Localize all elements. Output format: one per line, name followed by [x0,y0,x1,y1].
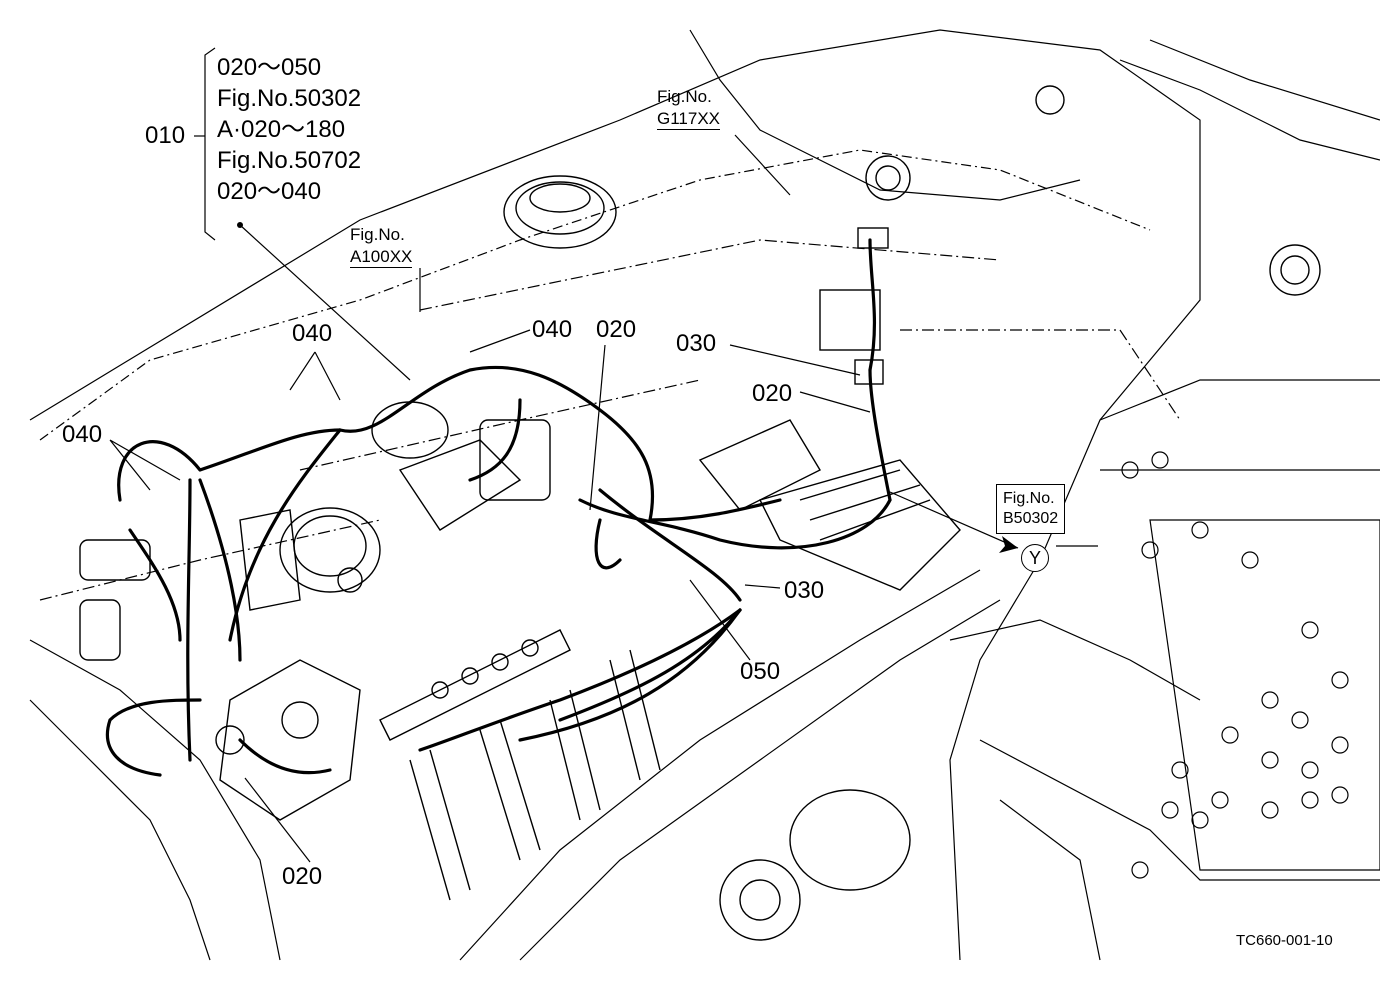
frame-outline [29,639,281,961]
floor-holes [1121,451,1349,879]
dash-line-2 [299,379,701,471]
callout-010-label: 010 [145,122,186,149]
fig-ref-b50302: Fig.No. B50302 [996,484,1066,534]
leader-lines [109,47,1098,863]
callout-line-5: 020～040 [217,178,322,205]
side-panel [949,619,1201,701]
part-label-040: 040 [532,316,573,343]
part-label-030: 030 [784,577,825,604]
bracket-010 [204,47,216,241]
fig-ref-a100xx: Fig.No. A100XX [350,225,413,268]
dash-line-1 [419,239,1001,311]
engine-cover-outline [29,29,1201,961]
fig-ref-g117xx: Fig.No. G117XX [657,87,721,130]
right-top-structure-2 [1149,39,1380,121]
lower-frame [979,739,1380,881]
dash-line-4 [39,519,381,601]
part-label-020: 020 [282,863,323,890]
chassis-rail-2 [459,569,981,961]
part-label-050: 050 [740,658,781,685]
floor-plate [1149,519,1380,871]
fig-ref-code: B50302 [1003,510,1059,527]
ecu-unit [698,419,961,591]
part-label-040: 040 [62,421,103,448]
engine-cover-outline-2 [39,149,1151,441]
fig-ref-label: Fig.No. [1003,490,1055,507]
callout-010-list: 020～050 Fig.No.50302 A·020～180 Fig.No.50… [217,52,361,207]
supply-pump [215,659,361,821]
frame-outline-2 [29,699,211,961]
part-label-040: 040 [292,320,333,347]
chassis-rail [519,599,1001,961]
leader-arrowheads [237,222,1018,553]
connector-mark-y: Y [1021,544,1049,572]
part-label-020: 020 [752,380,793,407]
throttle-body [239,507,381,611]
relay-block [819,155,911,385]
fig-ref-label: Fig.No. [657,87,712,106]
callout-line-1: 020～050 [217,54,322,81]
callout-line-3: A·020～180 [217,116,346,143]
part-label-020: 020 [596,316,637,343]
dash-line-3 [900,329,1181,421]
fig-ref-code: G117XX [657,109,721,130]
right-frame [1099,379,1380,421]
callout-line-4: Fig.No.50702 [217,147,362,174]
injectors [409,649,661,901]
fig-ref-code: A100XX [350,247,413,268]
wire-harness [105,238,892,777]
lower-frame-2 [999,799,1101,961]
part-label-030: 030 [676,330,717,357]
common-rail [379,629,571,741]
filler-cap [503,175,617,249]
egr-valve [371,401,551,531]
starter-motor [719,789,911,941]
fig-ref-label: Fig.No. [350,225,405,244]
drawing-code: TC660-001-10 [1236,932,1333,949]
hood-outline [689,29,1081,201]
callout-line-2: Fig.No.50302 [217,85,362,112]
right-top-structure [1119,59,1380,161]
